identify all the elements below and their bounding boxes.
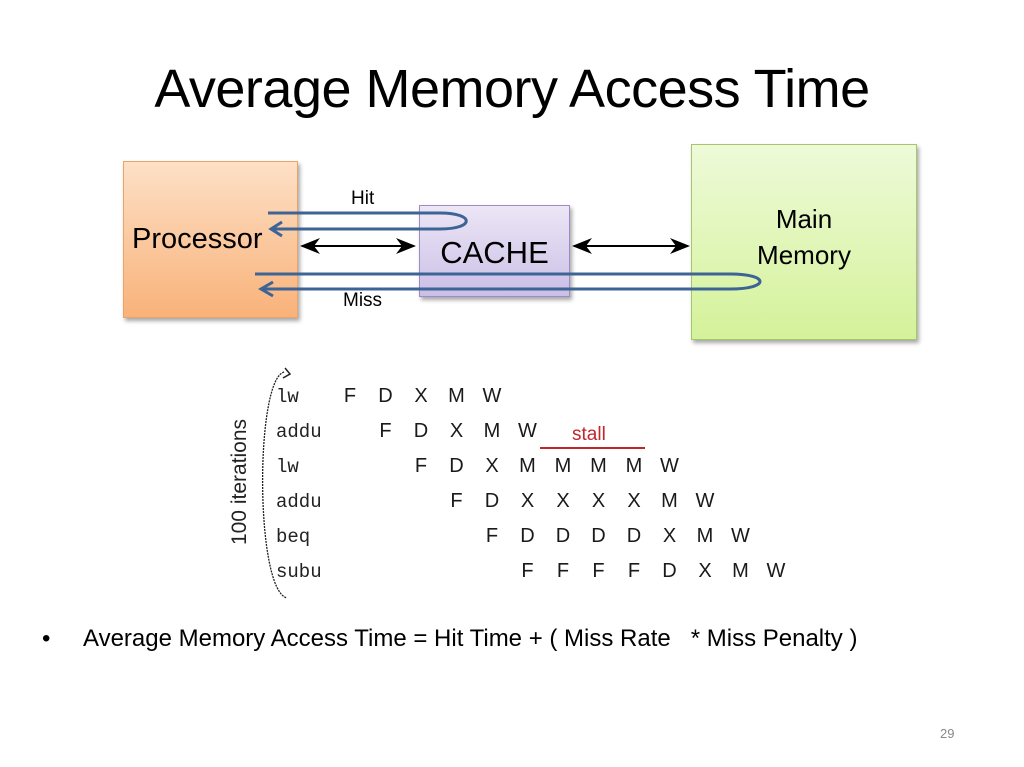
loop-arrowhead-icon [282,367,292,379]
pipeline-stage: M [554,455,572,477]
pipeline-instruction: addu [276,421,322,443]
pipeline-stage: W [482,385,502,407]
memory-label-line1: Main [775,204,833,234]
pipeline-instruction: subu [276,561,322,583]
pipeline-stage: D [662,560,677,582]
miss-label: Miss [343,290,383,311]
pipeline-stage: X [485,455,499,477]
pipeline-stage: F [485,525,499,547]
pipeline-stage: F [343,385,357,407]
pipeline-stage: D [520,525,535,547]
pipeline-stage: X [662,525,677,547]
pipeline-stage: D [413,420,429,442]
pipeline-stage: D [449,455,464,477]
pipeline-stage: M [732,560,749,582]
main-memory-box: Main Memory [691,144,917,340]
pipeline-stage: X [591,490,606,512]
stall-label: stall [572,424,606,445]
pipeline-stage: W [695,490,715,512]
pipeline-stage: F [414,455,428,477]
pipeline-stage: M [519,455,536,477]
pipeline-stage: W [766,560,786,582]
cache-label: CACHE [440,235,549,270]
slide-title: Average Memory Access Time [154,59,870,119]
pipeline-instruction: lw [276,456,299,478]
pipeline-stage: W [731,525,750,547]
pipeline-stage: D [555,525,571,547]
pipeline-stage: F [379,420,392,442]
pipeline-stage: X [520,490,535,512]
cache-box: CACHE [419,205,570,297]
pipeline-stage: D [378,385,393,407]
pipeline-instruction: lw [276,386,299,408]
hit-label: Hit [351,188,375,209]
pipeline-stage: M [448,385,465,407]
pipeline-stage: M [625,455,643,477]
pipeline-stage: X [627,490,641,512]
pipeline-instruction: addu [276,491,322,513]
pipeline-stage: M [696,525,714,547]
bullet-marker: • [42,625,51,652]
pipeline-stage: F [592,560,605,582]
page-number: 29 [940,726,955,741]
pipeline-stage: F [627,560,641,582]
processor-label: Processor [132,223,263,255]
iterations-label: 100 iterations [228,418,251,546]
pipeline-stage: X [449,420,464,442]
amat-formula: Average Memory Access Time = Hit Time + … [83,625,858,652]
pipeline-stage: D [484,490,500,512]
pipeline-stage: W [518,420,537,442]
pipeline-stage: M [661,490,678,512]
pipeline-stage: D [626,525,642,547]
pipeline-stage: D [591,525,606,547]
pipeline-stage: F [450,490,463,512]
pipeline-instruction: beq [276,526,311,548]
pipeline-stage: M [590,455,607,477]
pipeline-stage: X [698,560,712,582]
pipeline-stage: X [414,385,428,407]
pipeline-stage: M [483,420,501,442]
pipeline-stage: F [521,560,534,582]
memory-label-line2: Memory [757,240,851,271]
pipeline-stage: W [660,455,679,477]
processor-box: Processor [123,161,298,318]
pipeline-stage: X [556,490,570,512]
pipeline-stage: F [556,560,570,582]
